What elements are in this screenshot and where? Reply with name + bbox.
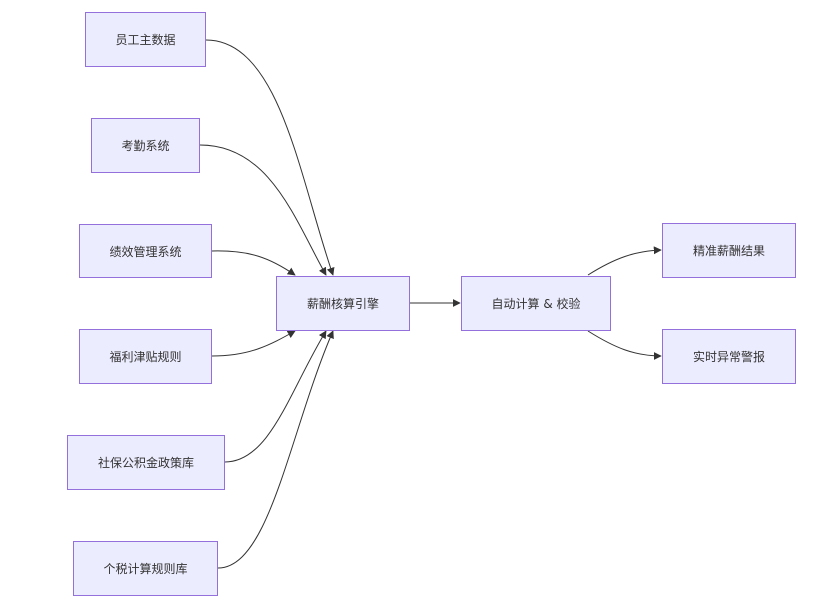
node-anomaly-alert: 实时异常警报 (662, 329, 796, 384)
edge-attendance-to-engine (199, 144, 327, 276)
edge-tax-rules-to-engine (217, 330, 334, 569)
node-benefits-rules: 福利津贴规则 (79, 329, 212, 384)
node-tax-rules-library: 个税计算规则库 (73, 541, 218, 596)
node-accurate-result: 精准薪酬结果 (662, 223, 796, 278)
node-payroll-engine: 薪酬核算引擎 (276, 276, 410, 331)
edge-auto-calc-to-anomaly-alert (587, 330, 662, 360)
edge-benefits-to-engine (211, 330, 296, 357)
edges (199, 39, 662, 569)
node-performance-system: 绩效管理系统 (79, 224, 212, 278)
edge-employee-master-to-engine (205, 39, 335, 276)
edge-performance-to-engine (211, 250, 296, 276)
node-social-security-policy: 社保公积金政策库 (67, 435, 225, 490)
edge-social-security-to-engine (224, 330, 327, 463)
edge-auto-calc-to-accurate-result (587, 246, 662, 276)
node-attendance-system: 考勤系统 (91, 118, 200, 173)
node-auto-calc-verify: 自动计算 & 校验 (461, 276, 611, 331)
node-employee-master-data: 员工主数据 (85, 12, 206, 67)
